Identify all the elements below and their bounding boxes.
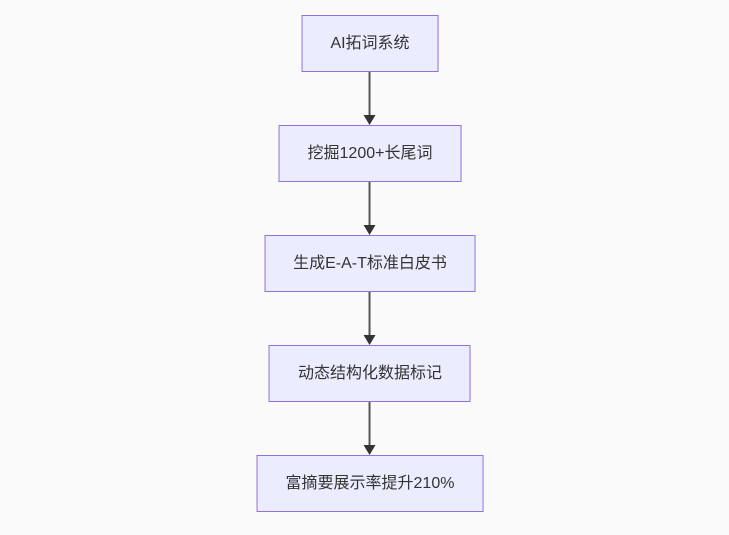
flow-node-label: 生成E-A-T标准白皮书 — [293, 255, 447, 272]
flow-node-label: AI拓词系统 — [330, 35, 410, 52]
flow-node-label: 动态结构化数据标记 — [297, 365, 442, 382]
flow-arrow-3 — [364, 292, 376, 345]
arrowhead-down-icon — [364, 445, 376, 455]
flow-node-rich-snippet-uplift: 富摘要展示率提升210% — [256, 455, 484, 512]
arrow-line — [369, 182, 371, 225]
flow-arrow-2 — [364, 182, 376, 235]
arrowhead-down-icon — [364, 225, 376, 235]
flow-node-longtail-mining: 挖掘1200+长尾词 — [278, 125, 462, 182]
flow-arrow-1 — [364, 72, 376, 125]
arrowhead-down-icon — [364, 115, 376, 125]
arrow-line — [369, 292, 371, 335]
flow-node-ai-keyword-system: AI拓词系统 — [301, 15, 439, 72]
arrowhead-down-icon — [364, 335, 376, 345]
flow-node-structured-data-markup: 动态结构化数据标记 — [268, 345, 471, 402]
arrow-line — [369, 402, 371, 445]
flow-arrow-4 — [364, 402, 376, 455]
flow-node-label: 富摘要展示率提升210% — [285, 475, 455, 492]
flow-node-eat-whitepaper: 生成E-A-T标准白皮书 — [264, 235, 476, 292]
flow-node-label: 挖掘1200+长尾词 — [307, 145, 433, 162]
arrow-line — [369, 72, 371, 115]
flowchart: AI拓词系统 挖掘1200+长尾词 生成E-A-T标准白皮书 动态结构化数据标记 — [256, 15, 484, 512]
